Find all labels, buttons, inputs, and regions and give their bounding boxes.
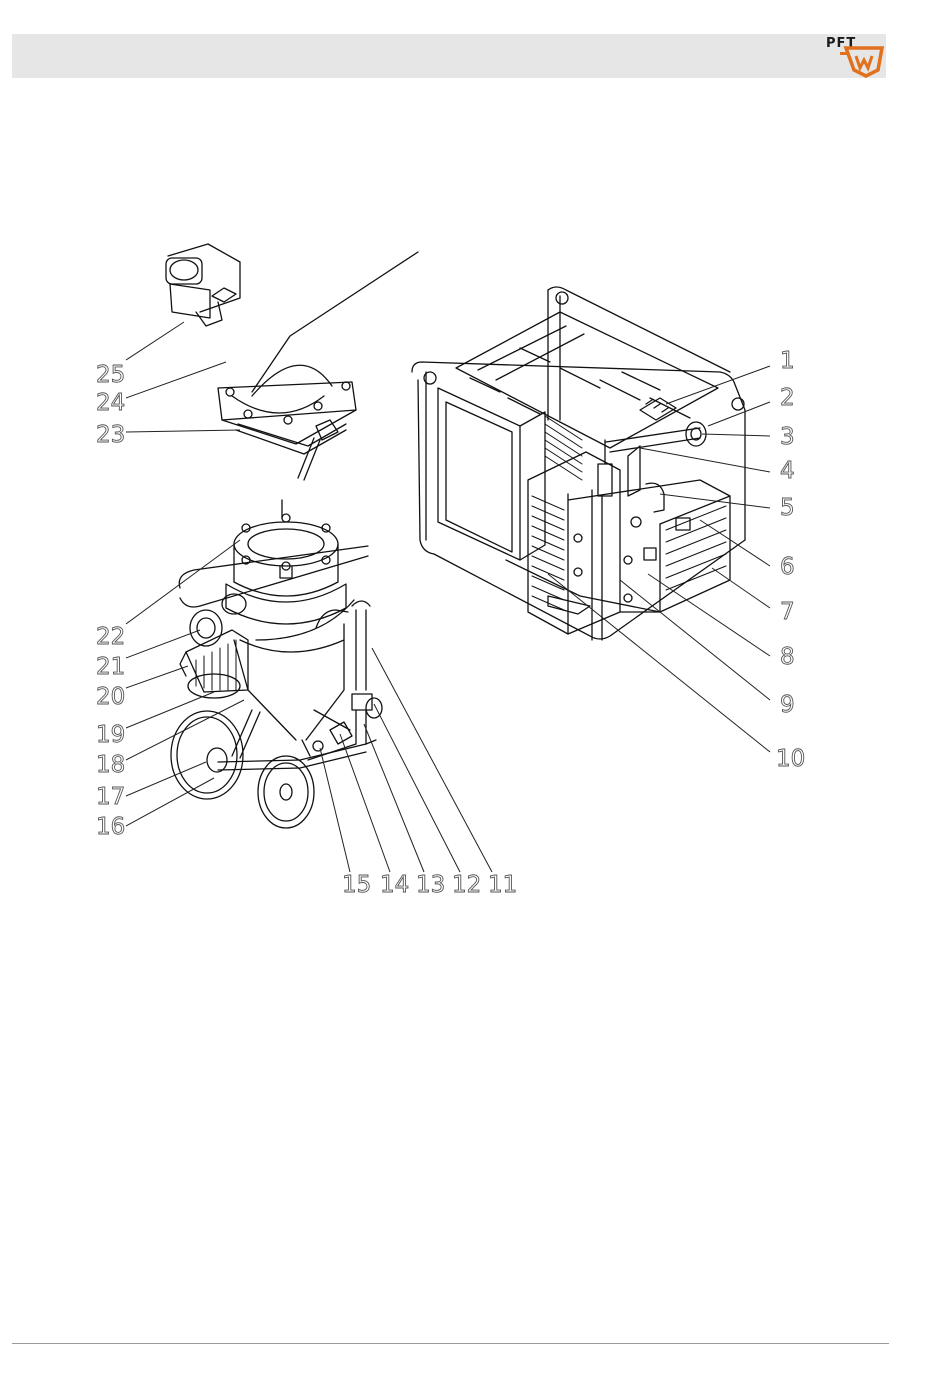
callout-14: 14 — [380, 872, 409, 898]
callout-6: 6 — [780, 554, 795, 580]
callout-3: 3 — [780, 424, 795, 450]
callout-1: 1 — [780, 348, 795, 374]
callout-22: 22 — [96, 624, 125, 650]
callout-17: 17 — [96, 784, 125, 810]
motor-funnel-assembly — [166, 244, 418, 480]
callout-23: 23 — [96, 422, 125, 448]
callout-10: 10 — [776, 746, 805, 772]
callout-20: 20 — [96, 684, 125, 710]
callout-19: 19 — [96, 722, 125, 748]
callout-15: 15 — [342, 872, 371, 898]
callout-16: 16 — [96, 814, 125, 840]
callout-11: 11 — [488, 872, 517, 898]
callout-2: 2 — [780, 385, 795, 411]
callout-13: 13 — [416, 872, 445, 898]
callout-4: 4 — [780, 458, 795, 484]
callout-5: 5 — [780, 495, 795, 521]
callout-9: 9 — [780, 692, 795, 718]
callout-25: 25 — [96, 362, 125, 388]
leader-lines — [126, 322, 770, 872]
callout-8: 8 — [780, 644, 795, 670]
callout-7: 7 — [780, 599, 795, 625]
footer-divider — [12, 1343, 889, 1344]
compressor-unit — [412, 287, 745, 640]
callout-12: 12 — [452, 872, 481, 898]
mixer-trolley — [171, 500, 382, 828]
callout-18: 18 — [96, 752, 125, 778]
callout-21: 21 — [96, 654, 125, 680]
callout-24: 24 — [96, 390, 125, 416]
